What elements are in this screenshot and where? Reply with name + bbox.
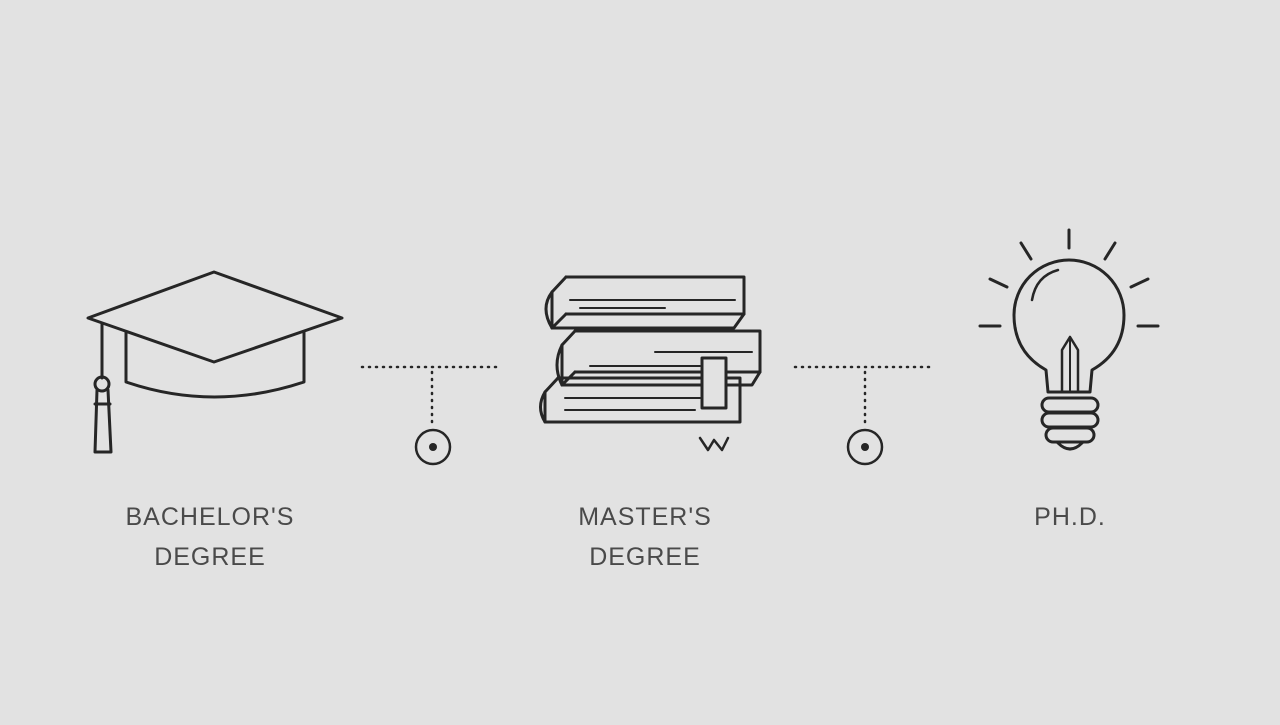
connector-1 xyxy=(360,365,504,466)
label-line-1: PH.D. xyxy=(1034,503,1106,531)
connector-node-icon xyxy=(846,428,884,466)
connector-2 xyxy=(793,365,937,466)
masters-degree-label: MASTER'S DEGREE xyxy=(495,497,795,577)
label-line-2: DEGREE xyxy=(589,543,701,571)
label-line-1: MASTER'S xyxy=(578,503,712,531)
label-line-2: DEGREE xyxy=(154,543,266,571)
lightbulb-icon xyxy=(978,228,1160,451)
phd-label: PH.D. xyxy=(920,497,1220,537)
stacked-books-icon xyxy=(539,275,762,452)
label-line-1: BACHELOR'S xyxy=(125,503,295,531)
connector-node-icon xyxy=(414,428,452,466)
bachelors-degree-label: BACHELOR'S DEGREE xyxy=(60,497,360,577)
graduation-cap-icon xyxy=(86,270,344,454)
